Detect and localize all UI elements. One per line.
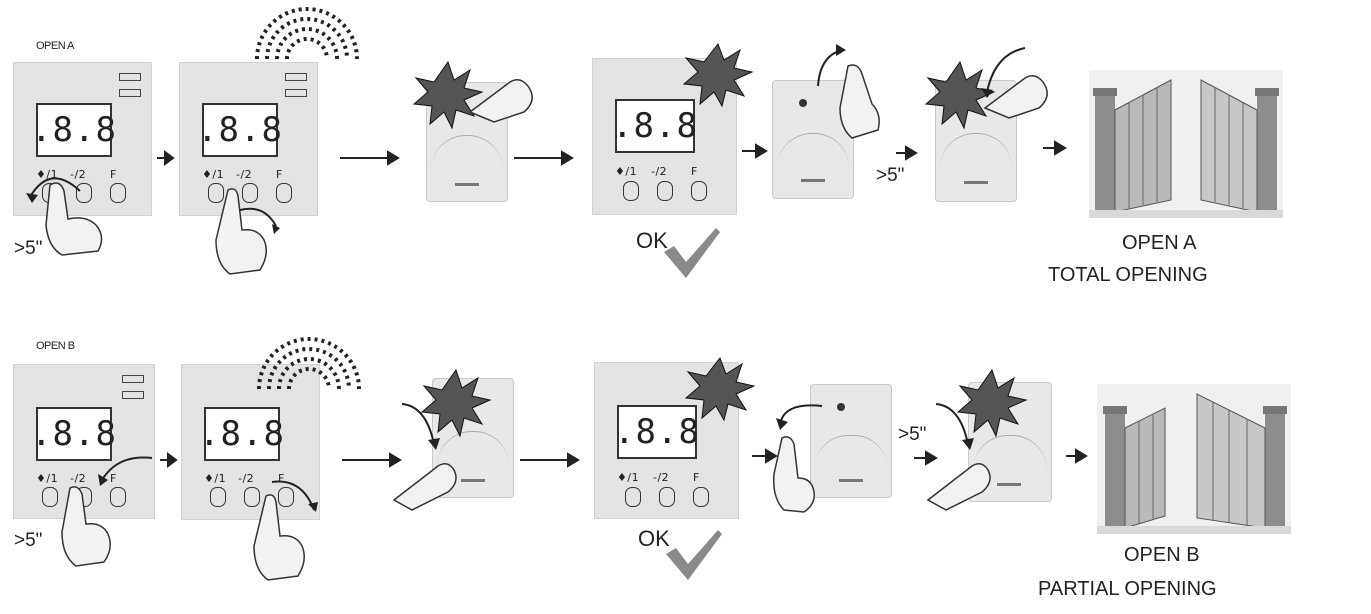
button-label-f: F xyxy=(693,471,700,484)
remote-brand-mark xyxy=(455,183,479,186)
right-arrow-icon xyxy=(514,150,576,166)
button-label-f: F xyxy=(276,168,283,181)
pointing-hand-icon xyxy=(30,175,130,255)
button-f[interactable] xyxy=(693,487,709,507)
pointing-hand-icon xyxy=(60,458,160,568)
dip-switch-icon xyxy=(285,89,307,97)
hold-duration: >5" xyxy=(14,530,42,552)
pointing-hand-icon xyxy=(818,44,888,154)
pointing-hand-icon xyxy=(248,476,318,586)
digital-display: .8.8 xyxy=(615,99,695,153)
dip-switch-icon xyxy=(122,391,144,399)
button-1[interactable] xyxy=(42,487,58,507)
flash-burst-icon xyxy=(418,62,478,122)
button-label-1: ♦/1 xyxy=(202,168,224,181)
row-label: OPEN A xyxy=(36,40,74,52)
dip-switch-icon xyxy=(119,89,141,97)
result-title: OPEN B xyxy=(1124,544,1200,567)
remote-brand-mark xyxy=(839,479,863,482)
flash-burst-icon xyxy=(690,358,750,414)
pointing-hand-icon xyxy=(975,48,1065,138)
result-title: OPEN A xyxy=(1122,232,1196,255)
right-arrow-icon xyxy=(1066,448,1088,464)
remote-led-icon xyxy=(799,99,807,107)
hold-duration: >5" xyxy=(876,165,904,187)
pointing-hand-icon xyxy=(470,68,540,128)
button-1[interactable] xyxy=(623,181,639,201)
button-f[interactable] xyxy=(691,181,707,201)
right-arrow-icon xyxy=(1043,140,1067,156)
result-subtitle: TOTAL OPENING xyxy=(1048,264,1208,287)
flash-burst-icon xyxy=(688,44,748,100)
button-2[interactable] xyxy=(659,487,675,507)
button-1[interactable] xyxy=(625,487,641,507)
hold-duration: >5" xyxy=(14,238,42,260)
open-gate-icon xyxy=(1097,384,1291,534)
pointing-hand-icon xyxy=(924,404,994,524)
result-subtitle: PARTIAL OPENING xyxy=(1038,578,1217,601)
pointing-hand-icon xyxy=(390,404,460,524)
remote-button-area[interactable] xyxy=(940,133,1012,168)
button-label-1: ♦/1 xyxy=(617,471,639,484)
remote-brand-mark xyxy=(461,479,485,482)
digital-display: .8.8 xyxy=(36,407,112,461)
button-label-f: F xyxy=(691,165,698,178)
pointing-hand-icon xyxy=(768,398,828,518)
checkmark-icon xyxy=(664,530,722,582)
button-1[interactable] xyxy=(210,487,226,507)
pointing-hand-icon xyxy=(210,190,280,285)
button-label-1: ♦/1 xyxy=(615,165,637,178)
checkmark-icon xyxy=(662,228,720,280)
open-gate-icon xyxy=(1089,70,1283,218)
remote-brand-mark xyxy=(801,179,825,182)
button-label-2: -/2 xyxy=(653,471,669,484)
right-arrow-icon xyxy=(160,452,180,468)
right-arrow-icon xyxy=(157,150,177,166)
digital-display: .8.8 xyxy=(617,405,697,459)
right-arrow-icon xyxy=(896,145,918,161)
right-arrow-icon xyxy=(520,452,582,468)
remote-brand-mark xyxy=(997,483,1021,486)
digital-display: .8.8 xyxy=(36,103,112,157)
right-arrow-icon xyxy=(340,150,402,166)
remote-brand-mark xyxy=(964,181,988,184)
dip-switch-icon xyxy=(122,375,144,383)
button-label-2: -/2 xyxy=(651,165,667,178)
radio-signal-icon xyxy=(264,334,354,394)
button-label-1: ♦/1 xyxy=(36,472,58,485)
remote-button-area[interactable] xyxy=(431,135,503,170)
digital-display: .8.8 xyxy=(202,103,278,157)
dip-switch-icon xyxy=(285,73,307,81)
digital-display: .8.8 xyxy=(204,407,280,461)
button-label-2: -/2 xyxy=(236,168,252,181)
button-label-1: ♦/1 xyxy=(204,472,226,485)
row-label: OPEN B xyxy=(36,340,75,352)
dip-switch-icon xyxy=(119,73,141,81)
radio-signal-icon xyxy=(262,4,352,64)
remote-led-icon xyxy=(837,403,845,411)
hold-duration: >5" xyxy=(898,424,926,446)
right-arrow-icon xyxy=(742,143,768,159)
button-2[interactable] xyxy=(657,181,673,201)
